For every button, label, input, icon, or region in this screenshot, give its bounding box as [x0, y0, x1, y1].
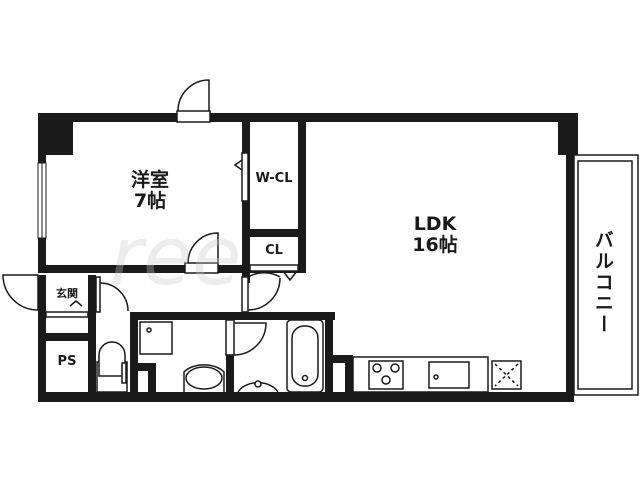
closet-label: CL	[265, 243, 283, 258]
ldk-label: LDK 16帖	[395, 214, 475, 256]
doors	[2, 79, 299, 356]
ldk-size: 16帖	[412, 233, 458, 256]
entrance-label: 玄関	[56, 287, 78, 300]
pipe-space-label: PS	[57, 354, 77, 369]
western-room-label: 洋室 7帖	[110, 170, 190, 212]
windows	[37, 162, 47, 239]
balcony-label: バルコニー	[591, 230, 614, 335]
western-room-name: 洋室	[130, 169, 169, 191]
fixtures	[96, 154, 639, 396]
ldk-name: LDK	[413, 213, 457, 235]
western-room-size: 7帖	[133, 189, 167, 212]
walk-in-closet-label: W-CL	[255, 171, 293, 186]
